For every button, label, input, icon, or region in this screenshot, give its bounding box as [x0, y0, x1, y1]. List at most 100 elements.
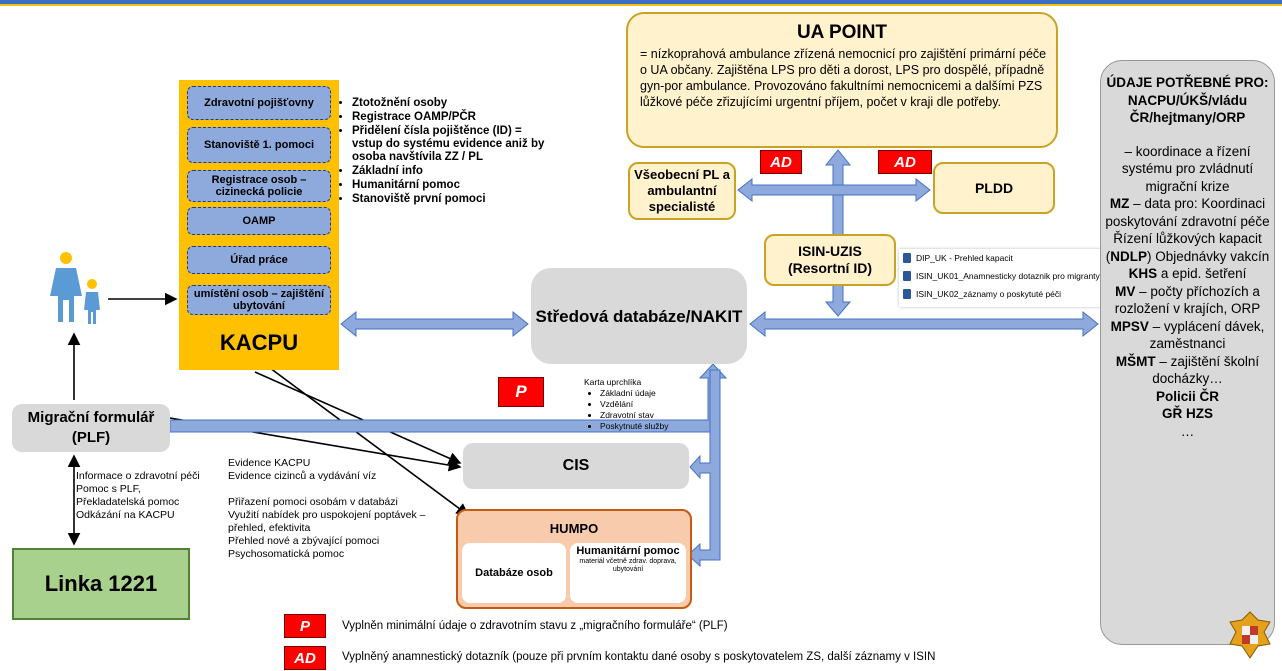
migracni-formular-box: Migrační formulář (PLF): [12, 404, 170, 452]
file-item[interactable]: ISIN_UK02_záznamy o poskytuté péči: [899, 285, 1107, 303]
udaje-mpsv: MPSV – vyplácení dávek, zaměstnanci: [1105, 318, 1270, 353]
karta-item: Poskytnuté služby: [600, 421, 704, 432]
central-database-box: Středová databáze/NAKIT: [531, 268, 747, 364]
legend-ad-badge: AD: [284, 646, 326, 670]
arrow-vpl-pldd: [737, 177, 931, 203]
udaje-ellipsis: …: [1180, 423, 1195, 439]
info-line: Překladatelská pomoc: [76, 496, 180, 508]
vseobecni-pl-box: Všeobecní PL a ambulantní specialisté: [628, 162, 736, 220]
file-item[interactable]: DIP_UK - Prehled kapacit: [899, 249, 1107, 267]
document-icon: [903, 271, 911, 281]
udaje-panel: ÚDAJE POTŘEBNÉ PRO: NACPU/ÚKŠ/vládu ČR/h…: [1100, 60, 1275, 645]
kacpu-item-stanoviste: Stanoviště 1. pomoci: [187, 127, 331, 163]
arrow-kacpu-to-cis: [254, 371, 462, 465]
ua-point-box: [626, 12, 1058, 148]
file-name: ISIN_UK02_záznamy o poskytuté péči: [916, 289, 1062, 299]
ad-badge-right: AD: [878, 150, 932, 174]
fire-rescue-emblem-icon: [1229, 611, 1271, 659]
kacpu-bullets: Ztotožnění osoby Registrace OAMP/PČR Při…: [338, 97, 553, 207]
udaje-title: ÚDAJE POTŘEBNÉ PRO:: [1106, 75, 1269, 90]
khs-label: KHS: [1128, 266, 1158, 281]
mv-label: MV: [1115, 283, 1136, 299]
document-icon: [903, 253, 911, 263]
isin-uzis-box: ISIN-UZIS (Resortní ID): [764, 234, 896, 286]
karta-uprchlika: Karta uprchlíka Základní údaje Vzdělání …: [584, 377, 704, 432]
file-list: DIP_UK - Prehled kapacit ISIN_UK01_Anamn…: [899, 249, 1107, 307]
kacpu-item-oamp: OAMP: [187, 207, 331, 235]
udaje-mv: MV – počty příchozích a rozložení v kraj…: [1105, 283, 1270, 318]
karta-item: Základní údaje: [600, 388, 704, 399]
udaje-hzs: GŘ HZS: [1161, 406, 1213, 421]
ua-point-title: UA POINT: [796, 22, 888, 43]
evidence-text: Evidence KACPU Evidence cizinců a vydává…: [228, 457, 458, 561]
ad-badge-left: AD: [760, 150, 802, 174]
udaje-mz: MZ – data pro: Koordinaci poskytování zd…: [1105, 195, 1270, 265]
udaje-msmt: MŠMT – zajištění školní docházky…: [1105, 353, 1270, 388]
humpo-pomoc-sub: materiál včetně zdrav. doprava, ubytován…: [579, 558, 677, 573]
kacpu-title: KACPU: [219, 330, 299, 355]
info-line: Informace o zdravotní péči: [76, 470, 200, 482]
file-name: DIP_UK - Prehled kapacit: [916, 253, 1013, 263]
family-icon: [50, 252, 100, 324]
bullet-item: Ztotožnění osoby: [352, 97, 553, 110]
pldd-box: PLDD: [933, 162, 1055, 214]
bullet-item: Humanitární pomoc: [352, 179, 553, 192]
bullet-item: Stanoviště první pomoci: [352, 193, 553, 206]
evidence-line: Evidence cizinců a vydávání víz: [228, 470, 377, 482]
humpo-title: HUMPO: [549, 521, 599, 536]
udaje-policie: Policii ČR: [1155, 388, 1219, 404]
mv-text: – počty příchozích a rozložení v krajích…: [1114, 283, 1261, 317]
mpsv-label: MPSV: [1110, 318, 1149, 334]
evidence-line: Přehled nové a zbývající pomoci: [228, 535, 380, 547]
mpsv-text: – vyplácení dávek, zaměstnanci: [1148, 318, 1265, 352]
cis-box: CIS: [463, 443, 689, 489]
bullet-item: Přidělení čísla pojištěnce (ID) = vstup …: [352, 125, 553, 164]
legend-ad-text: Vyplněný anamnestický dotazník (pouze př…: [342, 651, 936, 663]
mz-text: – data pro: Koordinaci poskytování zdrav…: [1105, 196, 1270, 264]
ndlp-label: NDLP: [1110, 248, 1147, 264]
ua-point-text: = nízkoprahová ambulance zřízená nemocni…: [640, 47, 1047, 109]
kacpu-item-pojistovny: Zdravotní pojišťovny: [187, 86, 331, 120]
udaje-khs: KHS a epid. šetření: [1105, 265, 1270, 283]
kacpu-item-ubytovani: umístění osob – zajištění ubytování: [187, 285, 331, 315]
top-banner: [0, 0, 1282, 6]
bullet-item: Registrace OAMP/PČR: [352, 111, 553, 124]
p-badge: P: [498, 377, 544, 407]
udaje-subtitle: NACPU/ÚKŠ/vládu ČR/hejtmany/ORP: [1127, 92, 1248, 126]
info-text: Informace o zdravotní péči Pomoc s PLF, …: [76, 470, 226, 522]
document-icon: [903, 289, 911, 299]
msmt-text: – zajištění školní docházky…: [1152, 353, 1260, 387]
karta-title: Karta uprchlíka: [584, 377, 642, 387]
humpo-databaze: Databáze osob: [462, 543, 566, 603]
mz-text2: ) Objednávky vakcín: [1146, 248, 1270, 264]
mz-label: MZ: [1109, 196, 1130, 211]
karta-item: Vzdělání: [600, 399, 704, 410]
arrow-central-cis-humpo: [687, 369, 721, 568]
udaje-intro: – koordinace a řízení systému pro zvládn…: [1121, 143, 1254, 194]
msmt-label: MŠMT: [1115, 353, 1156, 369]
info-line: Odkázání na KACPU: [76, 509, 175, 521]
kacpu-item-urad-prace: Úřad práce: [187, 246, 331, 274]
khs-text: a epid. šetření: [1157, 266, 1247, 281]
arrow-central-udaje: [749, 310, 1099, 338]
arrow-uapoint-central: [824, 149, 852, 317]
karta-item: Zdravotní stav: [600, 410, 704, 421]
evidence-line: Přiřazení pomoci osobám v databázi: [228, 496, 398, 508]
bullet-item: Základní info: [352, 165, 553, 178]
info-line: Pomoc s PLF,: [76, 483, 141, 495]
evidence-line: Evidence KACPU: [228, 457, 311, 469]
file-name: ISIN_UK01_Anamnesticky dotaznik pro migr…: [916, 271, 1100, 281]
arrow-kacpu-to-humpo: [269, 367, 470, 516]
legend-p-text: Vyplněn minimální údaje o zdravotním sta…: [342, 620, 728, 632]
arrow-kacpu-central: [340, 310, 529, 338]
evidence-spacer: [228, 483, 458, 496]
linka-1221-box: Linka 1221: [12, 548, 190, 620]
evidence-line: Využití nabídek pro uspokojení poptávek …: [228, 509, 426, 534]
evidence-line: Psychosomatická pomoc: [228, 548, 345, 560]
file-item[interactable]: ISIN_UK01_Anamnesticky dotaznik pro migr…: [899, 267, 1107, 285]
kacpu-item-registrace: Registrace osob – cizinecká policie: [187, 170, 331, 202]
humpo-pomoc: Humanitární pomoc materiál včetně zdrav.…: [570, 543, 686, 603]
humpo-pomoc-title: Humanitární pomoc: [576, 545, 680, 557]
legend-p-badge: P: [284, 614, 326, 638]
